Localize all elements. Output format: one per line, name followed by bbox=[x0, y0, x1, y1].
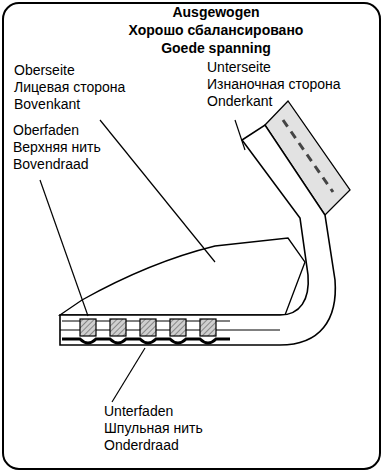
bobbin-thread bbox=[62, 339, 230, 343]
label-text: Unterfaden bbox=[104, 403, 173, 420]
title-text: Goede spanning bbox=[161, 40, 271, 57]
fabric-section bbox=[60, 125, 335, 345]
title-text: Хорошо сбалансировано bbox=[129, 22, 304, 39]
label-text: Bovendraad bbox=[13, 156, 89, 173]
needle-thread bbox=[110, 319, 126, 336]
label-text: Oberfaden bbox=[13, 122, 79, 139]
label-text: Onderdraad bbox=[104, 437, 179, 454]
label-text: Изнаночная сторона bbox=[207, 76, 341, 93]
needle-thread bbox=[140, 319, 156, 336]
needle-thread bbox=[170, 319, 186, 336]
leader-line bbox=[100, 120, 215, 262]
fabric-top-face bbox=[60, 238, 305, 315]
label-text: Unterseite bbox=[207, 59, 271, 76]
leader-line bbox=[40, 180, 88, 316]
leader-line bbox=[235, 120, 245, 150]
label-text: Лицевая сторона bbox=[14, 79, 125, 96]
label-text: Шпульная нить bbox=[104, 420, 203, 437]
label-text: Верхняя нить bbox=[13, 139, 101, 156]
label-text: Bovenkant bbox=[14, 96, 80, 113]
leader-line bbox=[112, 348, 145, 402]
needle-thread bbox=[200, 319, 216, 336]
frame bbox=[3, 3, 380, 469]
title-text: Ausgewogen bbox=[172, 4, 259, 21]
label-text: Oberseite bbox=[14, 62, 75, 79]
needle-thread bbox=[80, 319, 96, 336]
label-text: Onderkant bbox=[207, 93, 272, 110]
